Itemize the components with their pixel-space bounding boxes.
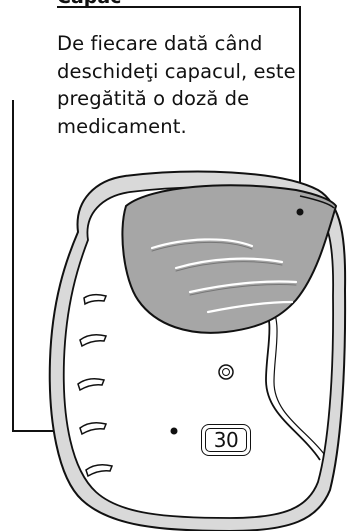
- cap-groove: [150, 238, 254, 250]
- dose-counter-value: 30: [205, 428, 247, 452]
- cap-leader-line: [57, 6, 301, 212]
- cap-callout-title: Capac: [57, 0, 121, 8]
- dose-counter: 30: [201, 424, 251, 456]
- cap-groove-shadow: [175, 261, 283, 272]
- grip-ridges: [77, 293, 114, 478]
- cap-leader-dot: [296, 208, 304, 216]
- cap-grooves-shadow: [151, 241, 297, 296]
- mouthpiece-edge-inner: [267, 299, 325, 455]
- cap-groove: [188, 280, 298, 294]
- indicator-ring: [218, 364, 234, 380]
- grip-ridge: [85, 464, 114, 478]
- cap-groove-shadow: [189, 283, 297, 296]
- cap-callout-text: De fiecare dată când deschideţi capacul,…: [57, 32, 296, 138]
- cap-edge: [299, 195, 335, 209]
- cap-groove: [206, 300, 294, 314]
- cap-grooves: [150, 238, 298, 314]
- grip-ridge: [79, 334, 108, 348]
- grip-ridge: [77, 378, 106, 392]
- cap-groove: [174, 257, 284, 270]
- indicator-ring-inner: [222, 368, 230, 376]
- counter-leader-dot: [170, 427, 178, 435]
- cap-groove-shadow: [151, 241, 253, 252]
- grip-ridge: [79, 422, 108, 436]
- grip-ridge: [83, 293, 108, 306]
- mouthpiece-edge: [261, 301, 321, 461]
